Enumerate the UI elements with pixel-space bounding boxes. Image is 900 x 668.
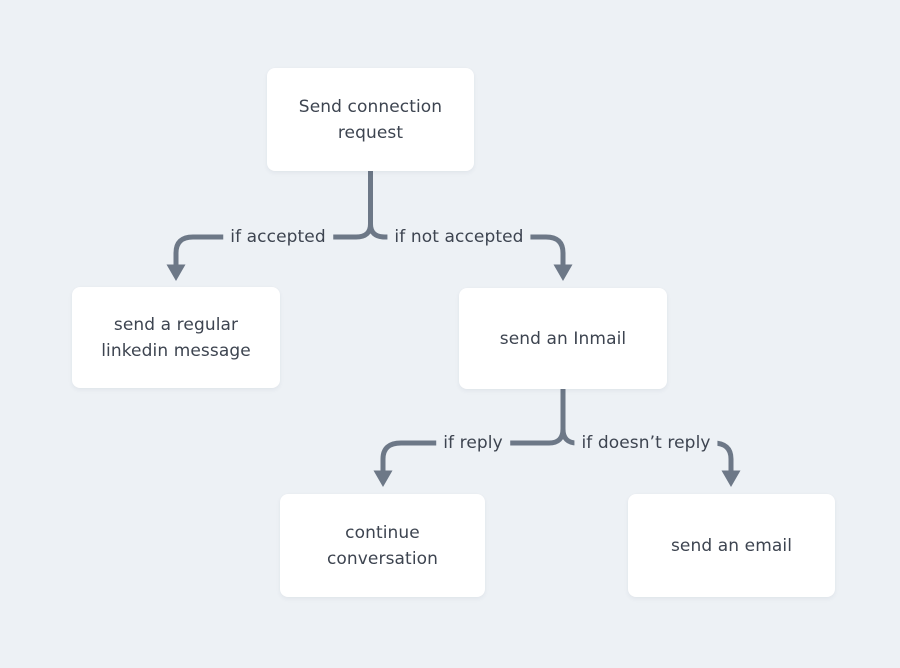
edge-label-if-doesnt-reply: if doesn’t reply (574, 431, 718, 455)
arrow-down-icon (553, 264, 573, 281)
node-label-line: send an email (670, 535, 793, 556)
arrow-down-icon (166, 264, 186, 281)
arrow-down-icon (721, 470, 741, 487)
node-label-line: request (337, 122, 404, 143)
node-send-regular-linkedin-message: send a regular linkedin message (72, 287, 280, 388)
node-label-line: Send connection (298, 96, 443, 117)
edge-label-if-accepted: if accepted (223, 225, 333, 249)
node-continue-conversation: continue conversation (280, 494, 485, 597)
arrow-down-icon (373, 470, 393, 487)
node-label-line: conversation (326, 548, 439, 569)
node-send-an-email: send an email (628, 494, 835, 597)
node-send-connection-request: Send connection request (267, 68, 474, 171)
node-send-an-inmail: send an Inmail (459, 288, 667, 389)
node-label-line: send an Inmail (499, 328, 627, 349)
edge-if-accepted-line (173, 168, 373, 269)
node-label-line: send a regular (113, 314, 239, 335)
edge-label-if-not-accepted: if not accepted (387, 225, 531, 249)
edge-label-if-reply: if reply (436, 431, 510, 455)
node-label-line: linkedin message (101, 340, 251, 361)
node-label-line: continue (345, 522, 420, 543)
